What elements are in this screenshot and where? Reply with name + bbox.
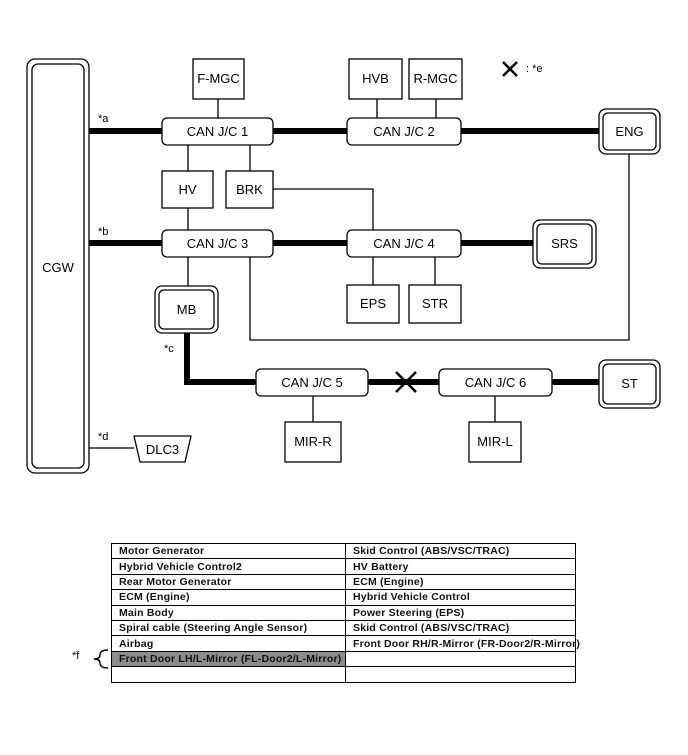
thin-lines bbox=[88, 99, 630, 449]
node-brk: BRK bbox=[225, 170, 274, 209]
node-fmgc: F-MGC bbox=[192, 58, 245, 100]
legend-row: Spiral cable (Steering Angle Sensor)Skid… bbox=[111, 619, 576, 637]
node-eps: EPS bbox=[346, 284, 400, 324]
st-label: ST bbox=[621, 376, 638, 391]
rmgc-label: R-MGC bbox=[413, 71, 457, 86]
mirr-label: MIR-R bbox=[294, 434, 332, 449]
node-jc3: CAN J/C 3 bbox=[161, 229, 274, 258]
note-d: *d bbox=[98, 431, 108, 443]
jc3-label: CAN J/C 3 bbox=[187, 236, 248, 251]
str-label: STR bbox=[422, 296, 448, 311]
disconnect-mark bbox=[395, 371, 417, 393]
note-f: *f bbox=[72, 650, 80, 662]
legend-cell-right: Skid Control (ABS/VSC/TRAC) bbox=[345, 542, 576, 560]
jc4-label: CAN J/C 4 bbox=[373, 236, 434, 251]
node-hvb: HVB bbox=[348, 58, 403, 100]
note-e: : *e bbox=[526, 63, 543, 75]
hv-label: HV bbox=[178, 182, 196, 197]
legend-cell-right bbox=[345, 650, 576, 668]
legend-cell-right: HV Battery bbox=[345, 558, 576, 575]
node-rmgc: R-MGC bbox=[408, 58, 463, 100]
note-a: *a bbox=[98, 113, 109, 125]
legend-cell-right bbox=[345, 666, 576, 683]
node-jc6: CAN J/C 6 bbox=[438, 368, 553, 397]
brace-icon bbox=[93, 649, 109, 669]
legend-cell-left: Motor Generator bbox=[111, 542, 346, 560]
brk-label: BRK bbox=[236, 182, 263, 197]
node-eng: ENG bbox=[598, 108, 661, 155]
node-mirl: MIR-L bbox=[468, 421, 522, 463]
legend-cell-left: ECM (Engine) bbox=[111, 589, 346, 606]
eps-label: EPS bbox=[360, 296, 386, 311]
legend-cell-left: Rear Motor Generator bbox=[111, 573, 346, 591]
legend-cell-left: Main Body bbox=[111, 604, 346, 621]
legend-cell-right: Hybrid Vehicle Control bbox=[345, 589, 576, 606]
mb-label: MB bbox=[177, 302, 197, 317]
node-mb: MB bbox=[154, 285, 219, 334]
legend-row: Front Door LH/L-Mirror (FL-Door2/L-Mirro… bbox=[111, 650, 576, 668]
jc1-label: CAN J/C 1 bbox=[187, 124, 248, 139]
eng-label: ENG bbox=[615, 124, 643, 139]
legend-row: ECM (Engine)Hybrid Vehicle Control bbox=[111, 589, 576, 606]
node-mirr: MIR-R bbox=[284, 421, 342, 463]
note-b: *b bbox=[98, 226, 108, 238]
jc2-label: CAN J/C 2 bbox=[373, 124, 434, 139]
node-jc1: CAN J/C 1 bbox=[161, 117, 274, 146]
legend-cell-left: Airbag bbox=[111, 635, 346, 652]
fmgc-label: F-MGC bbox=[197, 71, 240, 86]
jc5-label: CAN J/C 5 bbox=[281, 375, 342, 390]
jc6-label: CAN J/C 6 bbox=[465, 375, 526, 390]
legend-cell-right: Front Door RH/R-Mirror (FR-Door2/R-Mirro… bbox=[345, 635, 580, 652]
legend-cell-right: ECM (Engine) bbox=[345, 573, 576, 591]
node-jc2: CAN J/C 2 bbox=[346, 117, 462, 146]
hvb-label: HVB bbox=[362, 71, 389, 86]
node-st: ST bbox=[598, 359, 661, 409]
legend-cell-left: Spiral cable (Steering Angle Sensor) bbox=[111, 619, 346, 637]
legend-cell-left bbox=[111, 666, 346, 683]
dlc3-label: DLC3 bbox=[146, 442, 179, 457]
legend-cell-left: Hybrid Vehicle Control2 bbox=[111, 558, 346, 575]
legend-cell-right: Skid Control (ABS/VSC/TRAC) bbox=[345, 619, 576, 637]
legend-cell-right: Power Steering (EPS) bbox=[345, 604, 576, 621]
node-str: STR bbox=[408, 284, 462, 324]
bus-lines bbox=[88, 128, 599, 385]
node-dlc3: DLC3 bbox=[133, 435, 192, 463]
bus-c-mb-jc5 bbox=[184, 333, 256, 385]
node-srs: SRS bbox=[532, 219, 597, 269]
node-cgw: CGW bbox=[26, 58, 90, 474]
legend-cell-left: Front Door LH/L-Mirror (FL-Door2/L-Mirro… bbox=[111, 650, 346, 668]
cgw-label: CGW bbox=[42, 260, 75, 275]
cross-icon bbox=[502, 61, 518, 77]
mirl-label: MIR-L bbox=[477, 434, 512, 449]
note-c: *c bbox=[164, 343, 174, 355]
can-bus-diagram: : *e CGW F-MGC HVB R-MGC HV BRK EPS STR … bbox=[26, 58, 661, 474]
srs-label: SRS bbox=[551, 236, 578, 251]
node-jc5: CAN J/C 5 bbox=[255, 368, 369, 397]
legend-row bbox=[111, 666, 576, 683]
node-hv: HV bbox=[161, 170, 214, 209]
node-jc4: CAN J/C 4 bbox=[346, 229, 462, 258]
